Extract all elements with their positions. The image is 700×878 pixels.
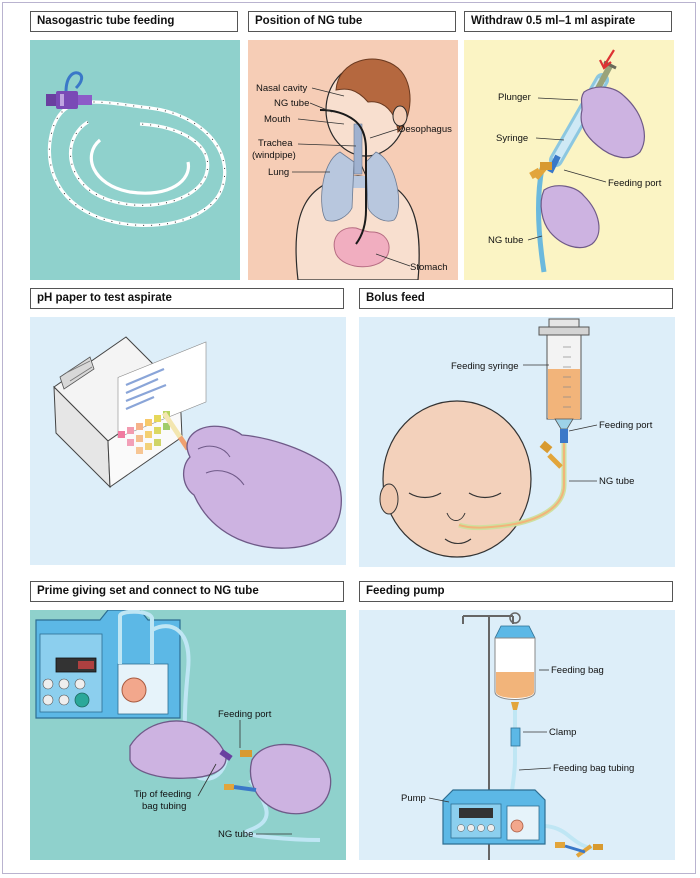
- ng-tube-path: [319, 109, 367, 245]
- gloved-hands: [129, 720, 332, 815]
- label-stomach: Stomach: [410, 262, 448, 273]
- panel-ng-position: Nasal cavity NG tube Mouth Trachea (wind…: [248, 40, 458, 280]
- label-feeding-bag-tubing: Feeding bag tubing: [553, 763, 634, 774]
- panel-title-withdraw: Withdraw 0.5 ml–1 ml aspirate: [464, 11, 672, 32]
- label-ng-tube: NG tube: [274, 98, 309, 109]
- label-feeding-port: Feeding port: [599, 420, 653, 431]
- tube-connector: [46, 71, 92, 109]
- label-nasal-cavity: Nasal cavity: [256, 83, 307, 94]
- panel-withdraw: Plunger Syringe Feeding port NG tube: [464, 40, 674, 280]
- ph-colour-chart: [117, 341, 207, 454]
- ng-tube-connectors: [555, 842, 603, 858]
- leader-lines: [428, 669, 552, 803]
- pump: [442, 789, 546, 845]
- label-bag-tubing: bag tubing: [142, 801, 186, 812]
- panel-pump: Feeding bag Clamp Feeding bag tubing Pum…: [359, 610, 675, 860]
- leader-lines: [527, 97, 607, 241]
- feeding-bag: [494, 612, 536, 710]
- panel-title-ph-paper: pH paper to test aspirate: [30, 288, 344, 309]
- label-feeding-port: Feeding port: [608, 178, 662, 189]
- label-feeding-port: Feeding port: [218, 709, 272, 720]
- label-feeding-bag: Feeding bag: [551, 665, 604, 676]
- feeding-port: [539, 440, 563, 469]
- label-ng-tube: NG tube: [488, 235, 523, 246]
- leader-lines: [292, 87, 411, 267]
- ng-tube: [458, 443, 567, 531]
- push-arrow: [599, 49, 615, 70]
- lungs: [321, 123, 400, 222]
- gloved-hands: [540, 86, 645, 249]
- gloved-hand: [183, 425, 342, 549]
- clamp: [510, 727, 521, 747]
- panel-title-pump: Feeding pump: [359, 581, 673, 602]
- panel-prime: Feeding port Tip of feeding bag tubing N…: [30, 610, 346, 860]
- panel-title-ng-feeding: Nasogastric tube feeding: [30, 11, 238, 32]
- label-tip-of-feeding: Tip of feeding: [134, 789, 191, 800]
- leader-lines: [197, 720, 292, 835]
- baby-head: [379, 400, 532, 558]
- leader-lines: [523, 364, 598, 482]
- connectors: [219, 749, 257, 792]
- label-plunger: Plunger: [498, 92, 531, 103]
- label-oesophagus: Oesophagus: [398, 124, 452, 135]
- feeding-pump: [35, 610, 181, 719]
- panel-title-ng-position: Position of NG tube: [248, 11, 456, 32]
- label-syringe: Syringe: [496, 133, 528, 144]
- label-ng-tube: NG tube: [599, 476, 634, 487]
- label-clamp: Clamp: [549, 727, 576, 738]
- feeding-port: [529, 162, 552, 180]
- label-pump: Pump: [401, 793, 426, 804]
- label-lung: Lung: [268, 167, 289, 178]
- tube-markings: [48, 101, 226, 226]
- label-mouth: Mouth: [264, 114, 290, 125]
- label-feeding-syringe: Feeding syringe: [451, 361, 519, 372]
- panel-ph-paper: [30, 317, 346, 565]
- panel-title-bolus: Bolus feed: [359, 288, 673, 309]
- label-windpipe: (windpipe): [252, 150, 296, 161]
- panel-title-prime: Prime giving set and connect to NG tube: [30, 581, 344, 602]
- label-trachea: Trachea: [258, 138, 293, 149]
- panel-bolus: Feeding syringe Feeding port NG tube: [359, 317, 675, 567]
- label-ng-tube: NG tube: [218, 829, 253, 840]
- panel-ng-feeding: [30, 40, 240, 280]
- stomach: [333, 227, 390, 268]
- panel-background: [30, 40, 240, 280]
- syringe-barrel: [538, 318, 590, 443]
